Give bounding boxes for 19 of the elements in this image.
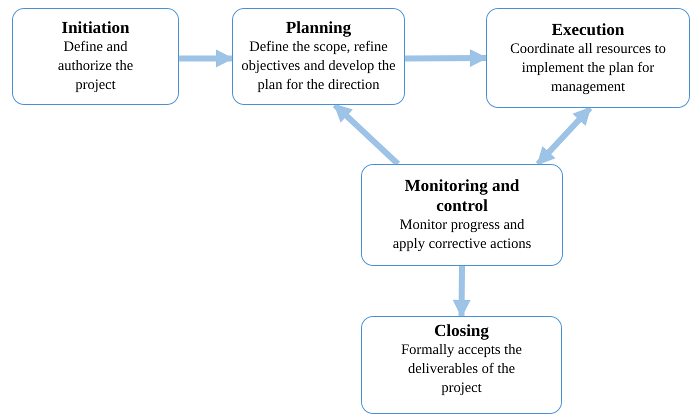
box-title: Closing <box>434 321 489 341</box>
box-description: Monitor progress and apply corrective actions <box>392 216 532 254</box>
arrow <box>179 49 234 68</box>
box-description: Coordinate all resources to implement the plan for management <box>509 40 667 96</box>
box-title: Monitoring and control <box>404 176 520 216</box>
arrow <box>404 49 488 68</box>
box-description: Define the scope, refine objectives and develop the plan for the direction <box>240 38 397 95</box>
arrow <box>536 106 592 166</box>
process-box <box>361 164 563 266</box>
process-box <box>232 8 405 105</box>
process-box <box>12 8 179 105</box>
arrow <box>332 102 400 166</box>
box-description: Define and authorize the project <box>56 38 134 95</box>
process-box <box>361 316 562 414</box>
box-title: Execution <box>552 20 624 40</box>
box-description: Formally accepts the deliverables of the project <box>400 341 523 398</box>
process-box <box>486 8 690 108</box>
box-title: Initiation <box>61 18 130 38</box>
box-title: Planning <box>286 18 352 38</box>
